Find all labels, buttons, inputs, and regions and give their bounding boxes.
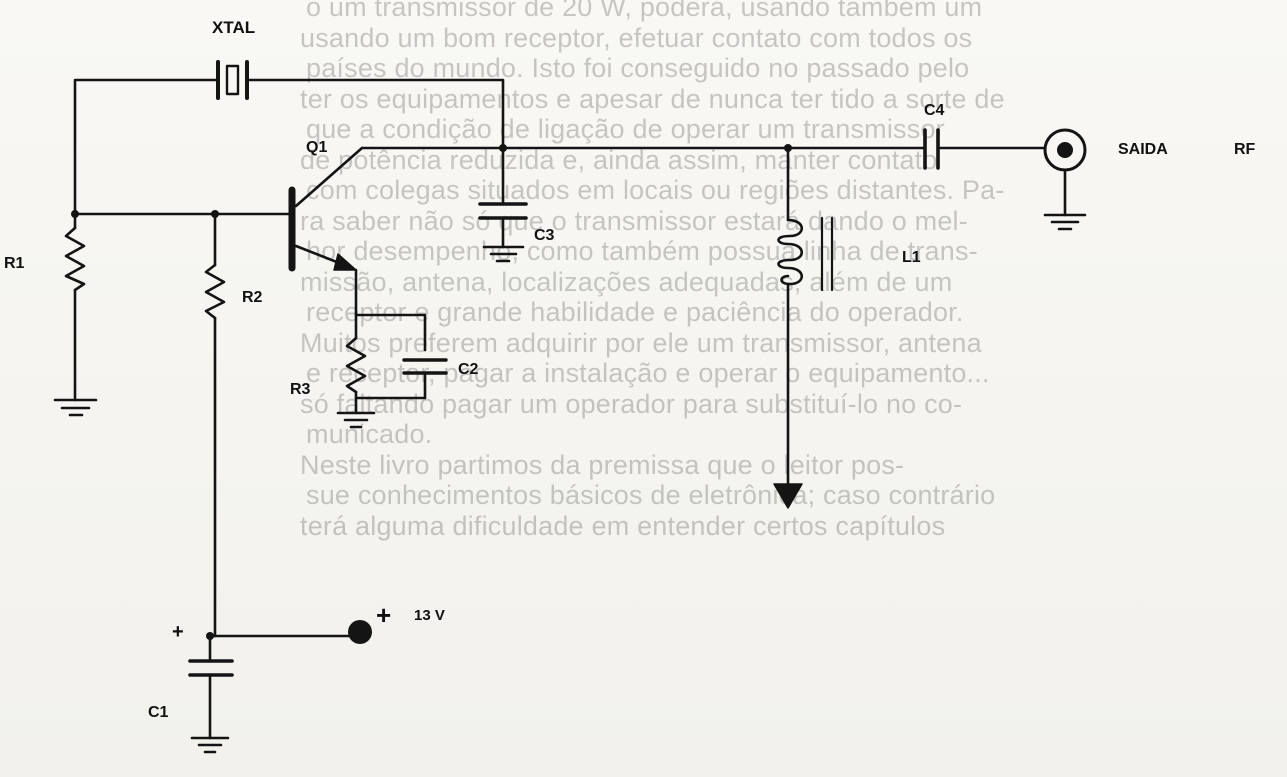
bleed-line: com colegas situados em locais ou regiõe… (306, 175, 1005, 205)
resistor-r1 (64, 226, 86, 292)
ground-r3 (336, 411, 376, 429)
bleed-through-text: o um transmissor de 20 W, poderá, usando… (300, 0, 1287, 777)
label-l1: L1 (902, 249, 921, 266)
crystal-xtal (216, 60, 249, 100)
bleed-line: ter os equipamentos e apesar de nunca te… (300, 83, 1005, 114)
label-r2: R2 (242, 289, 263, 306)
ground-c1 (190, 736, 230, 754)
capacitor-c3 (478, 202, 528, 220)
capacitor-c2 (402, 358, 448, 375)
junction-c3 (499, 144, 507, 152)
junction-l1 (784, 144, 792, 152)
capacitor-c1 (188, 659, 234, 677)
wire-r3-c2-top (354, 313, 427, 352)
label-r3: R3 (290, 381, 311, 398)
wire-xtal-left (73, 78, 220, 216)
wire-c2-bottom (354, 372, 427, 400)
bleed-line: ra saber não só que o transmissor estará… (300, 205, 968, 236)
bleed-line: sue conhecimentos básicos de eletrônica;… (306, 480, 996, 510)
label-c1: C1 (148, 704, 169, 721)
label-r1: R1 (4, 255, 25, 272)
ground-r1 (53, 398, 98, 417)
label-plus-c1: + (172, 621, 184, 643)
bleed-line: que a condição de ligação de operar um t… (306, 114, 945, 144)
bleed-line: municado. (306, 419, 433, 449)
label-supply-voltage: 13 V (414, 607, 445, 624)
inductor-l1-arrow (773, 483, 803, 509)
bleed-line: o um transmissor de 20 W, poderá, usando… (306, 0, 983, 22)
transistor-q1-collector (294, 146, 364, 208)
bleed-line: só faltando pagar um operador para subst… (300, 388, 963, 419)
label-saida: SAIDA (1118, 141, 1168, 158)
label-c2: C2 (458, 361, 479, 378)
bleed-line: Neste livro partimos da premissa que o l… (300, 449, 905, 480)
bleed-line: países do mundo. Isto foi conseguido no … (306, 53, 970, 83)
label-q1: Q1 (306, 139, 327, 156)
resistor-r3 (345, 336, 367, 394)
bleed-line: de potência reduzida e, ainda assim, man… (300, 144, 938, 175)
inductor-l1 (777, 218, 804, 286)
junction-dots (71, 144, 792, 640)
capacitor-c4 (923, 128, 940, 170)
bleed-line: hor desempenho, como também possua linha… (306, 236, 978, 266)
ground-c3 (482, 245, 525, 263)
bleed-line: missão, antena, localizações adequadas, … (300, 266, 953, 297)
resistor-r2 (204, 263, 226, 320)
wire-xtal-right (245, 78, 505, 150)
supply-terminal (348, 620, 372, 644)
junction-supply (206, 632, 214, 640)
bleed-line: terá alguma dificuldade em entender cert… (300, 510, 946, 541)
label-c3: C3 (534, 227, 555, 244)
transistor-q1-emitter-arrow (333, 253, 357, 271)
junction-r1 (71, 210, 79, 218)
label-xtal: XTAL (212, 18, 255, 37)
label-rf: RF (1234, 141, 1256, 158)
bleed-line: usando um bom receptor, efetuar contato … (300, 22, 973, 53)
label-c4: C4 (924, 102, 945, 119)
bleed-line: Muitos preferem adquirir por ele um tran… (300, 327, 982, 358)
bleed-line: receptor e grande habilidade e paciência… (306, 297, 964, 327)
junction-r2 (211, 210, 219, 218)
label-plus-supply: + (376, 600, 391, 630)
ground-output (1043, 166, 1087, 231)
rf-output-connector (1043, 128, 1087, 172)
